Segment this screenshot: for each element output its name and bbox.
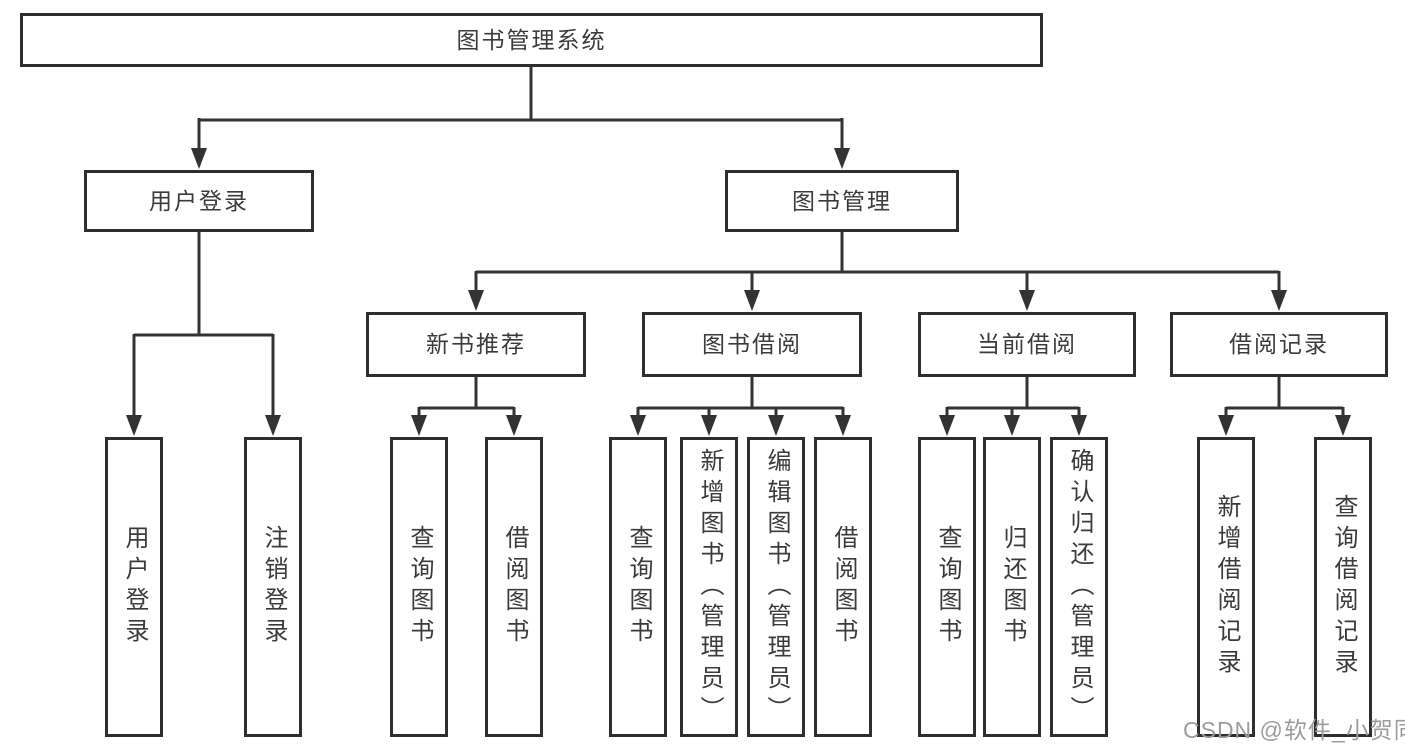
leaf-borrow-books-recommend: 借阅图书	[485, 437, 543, 737]
node-book-borrowing: 图书借阅	[642, 312, 862, 377]
leaf-query-books-current: 查询图书	[918, 437, 976, 737]
node-user-login: 用户登录	[84, 170, 314, 232]
arrowheads	[126, 148, 1351, 436]
leaf-borrow-books-borrowing: 借阅图书	[814, 437, 872, 737]
leaf-query-borrow-record: 查询借阅记录	[1314, 437, 1372, 737]
leaf-add-borrow-record: 新增借阅记录	[1197, 437, 1255, 737]
node-new-book-recommend: 新书推荐	[366, 312, 586, 377]
leaf-query-books-recommend: 查询图书	[390, 437, 448, 737]
leaf-confirm-return-admin: 确认归还（管理员）	[1050, 437, 1108, 737]
leaf-return-books: 归还图书	[983, 437, 1041, 737]
node-library-management-system: 图书管理系统	[20, 13, 1043, 67]
leaf-add-books-admin: 新增图书（管理员）	[680, 437, 738, 737]
leaf-query-books-borrowing: 查询图书	[609, 437, 667, 737]
node-book-management: 图书管理	[725, 170, 959, 232]
node-borrowing-records: 借阅记录	[1170, 312, 1388, 377]
node-current-borrowing: 当前借阅	[918, 312, 1136, 377]
leaf-logout-login: 注销登录	[244, 437, 302, 737]
leaf-user-login: 用户登录	[105, 437, 163, 737]
leaf-edit-books-admin: 编辑图书（管理员）	[747, 437, 805, 737]
csdn-watermark: CSDN @软件_小贺同学	[1183, 717, 1405, 743]
